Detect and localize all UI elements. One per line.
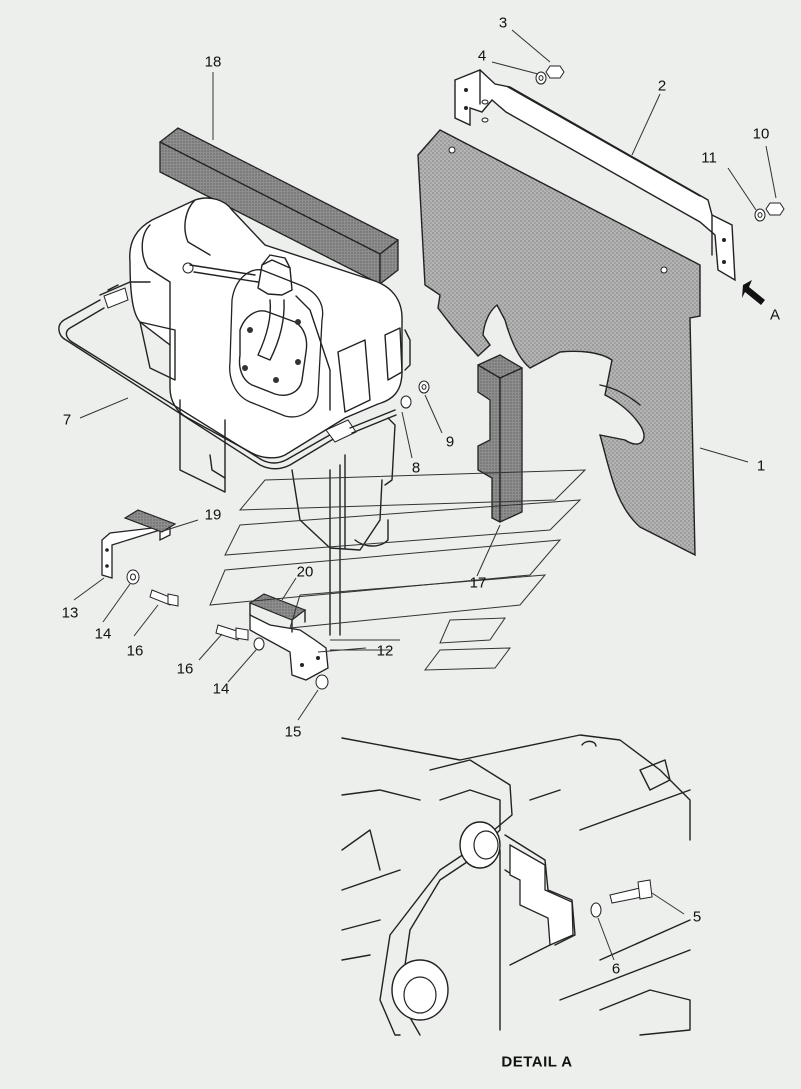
leader-lines	[73, 29, 777, 721]
callout-14-left: 14	[94, 625, 112, 643]
callout-5: 5	[692, 908, 702, 926]
callout-9: 9	[445, 433, 455, 451]
callout-3: 3	[498, 14, 508, 32]
callout-17: 17	[469, 574, 487, 592]
foam-bar-part-18	[159, 127, 399, 285]
fuel-tank-body	[129, 197, 411, 636]
callout-13: 13	[61, 604, 79, 622]
nut-washer-set-top	[400, 65, 785, 409]
foam-block-part-17	[477, 354, 523, 523]
bracket-part-12	[215, 593, 329, 690]
strap-band-part-7	[58, 281, 397, 470]
callout-6: 6	[611, 960, 621, 978]
callout-11: 11	[701, 149, 717, 167]
callout-14-right: 14	[212, 680, 230, 698]
callout-7: 7	[62, 411, 72, 429]
callout-15: 15	[284, 723, 302, 741]
callout-20: 20	[296, 563, 314, 581]
callout-8: 8	[411, 459, 421, 477]
bracket-part-13	[101, 509, 179, 607]
view-arrow-label: A	[769, 306, 781, 324]
callout-12: 12	[376, 642, 394, 660]
callout-16-left: 16	[126, 642, 144, 660]
bracket-strap-part-2	[454, 69, 736, 282]
callout-16-right: 16	[176, 660, 194, 678]
view-arrow-a	[742, 280, 765, 305]
callout-19: 19	[204, 506, 222, 524]
callout-4: 4	[477, 47, 487, 65]
callout-10: 10	[752, 125, 770, 143]
callout-18: 18	[204, 53, 222, 71]
detail-a-title: DETAIL A	[501, 1053, 573, 1071]
insulation-panel-part-1	[417, 129, 701, 557]
frame-outline-ghost	[209, 469, 587, 671]
detail-a-view	[341, 734, 691, 1036]
callout-1: 1	[756, 457, 766, 475]
callout-2: 2	[657, 77, 667, 95]
